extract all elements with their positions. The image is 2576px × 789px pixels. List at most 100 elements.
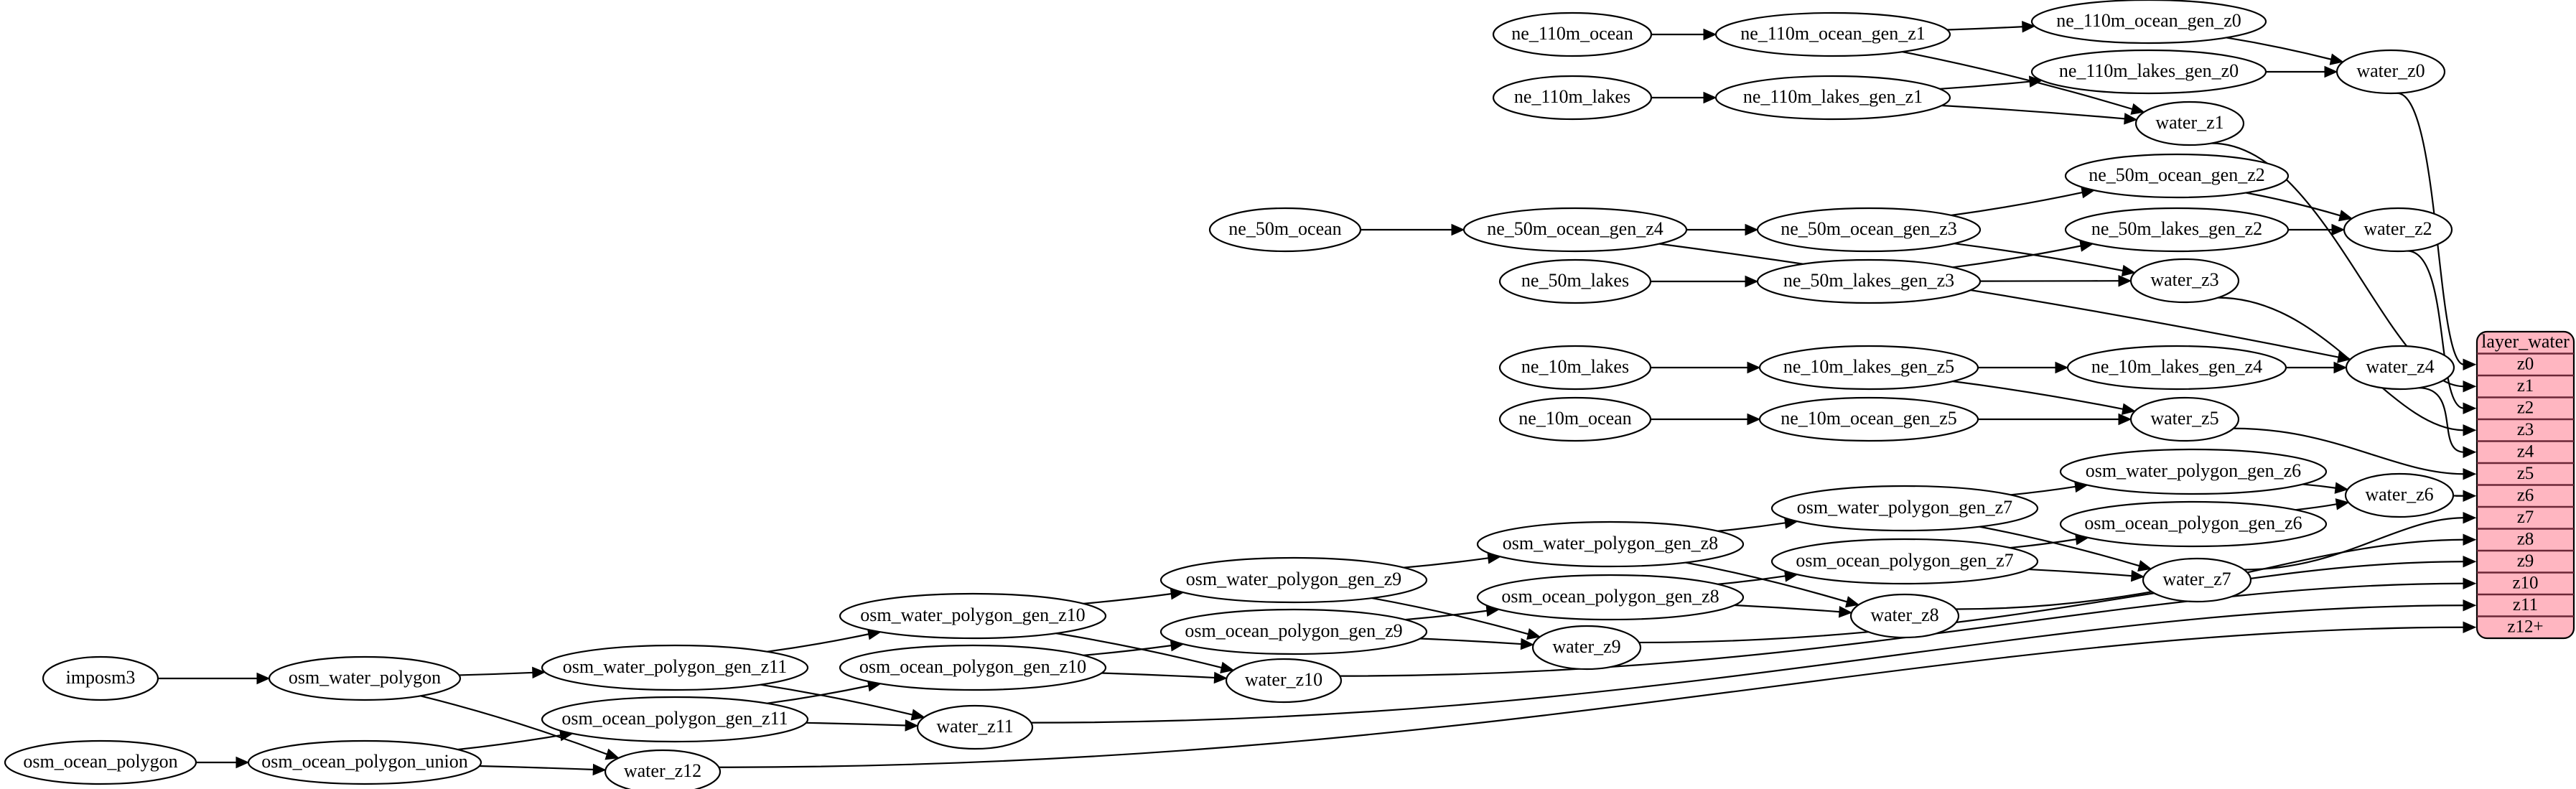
node-water_z10[interactable]: water_z10 <box>1225 658 1343 704</box>
node-ne_110m_ocean[interactable]: ne_110m_ocean <box>1492 11 1653 57</box>
edge-ne_10m_lakes_gen_z5-to-water_z5 <box>1952 381 2124 411</box>
node-ne_10m_ocean_gen_z5[interactable]: ne_10m_ocean_gen_z5 <box>1758 396 1979 442</box>
node-osm_ocean_polygon_gen_z8[interactable]: osm_ocean_polygon_gen_z8 <box>1476 574 1745 621</box>
node-label-osm_ocean_polygon_gen_z8: osm_ocean_polygon_gen_z8 <box>1501 586 1719 607</box>
layer-water-row-z2[interactable]: z2 <box>2517 398 2534 417</box>
node-osm_ocean_polygon_gen_z11[interactable]: osm_ocean_polygon_gen_z11 <box>541 696 809 743</box>
node-osm_water_polygon_gen_z8[interactable]: osm_water_polygon_gen_z8 <box>1476 520 1745 568</box>
node-ne_10m_ocean[interactable]: ne_10m_ocean <box>1498 396 1652 442</box>
node-osm_ocean_polygon_gen_z7[interactable]: osm_ocean_polygon_gen_z7 <box>1770 538 2039 585</box>
edge-water_z11-to-layer-water-z11 <box>1031 604 2465 724</box>
arrowhead-water_z12-to-layer-water-z12+ <box>2463 621 2477 634</box>
layer-water-table[interactable]: layer_water z0 z1 z2 z3 z4 z5 z6 z7 z8 z9 z10 z11 z12… <box>2475 330 2575 640</box>
layer-water-row-z6[interactable]: z6 <box>2517 485 2534 505</box>
arrowhead-ne_110m_lakes_gen_z1-to-ne_110m_lakes_gen_z0 <box>2028 75 2043 88</box>
node-shape-osm_ocean_polygon_gen_z8 <box>1476 574 1745 621</box>
node-ne_50m_ocean_gen_z3[interactable]: ne_50m_ocean_gen_z3 <box>1756 207 1982 253</box>
node-ne_10m_lakes_gen_z4[interactable]: ne_10m_lakes_gen_z4 <box>2066 345 2287 391</box>
node-osm_ocean_polygon_gen_z6[interactable]: osm_ocean_polygon_gen_z6 <box>2059 500 2328 548</box>
node-ne_110m_ocean_gen_z0[interactable]: ne_110m_ocean_gen_z0 <box>2030 0 2267 45</box>
node-water_z0[interactable]: water_z0 <box>2335 49 2446 95</box>
layer-water-table-header: layer_water <box>2481 331 2570 352</box>
node-shape-ne_10m_lakes_gen_z4 <box>2066 345 2287 391</box>
node-label-ne_50m_lakes: ne_50m_lakes <box>1521 270 1629 291</box>
node-water_z7[interactable]: water_z7 <box>2142 557 2252 603</box>
node-water_z8[interactable]: water_z8 <box>1849 593 1960 639</box>
node-label-ne_10m_lakes: ne_10m_lakes <box>1521 356 1629 377</box>
arrowhead-osm_water_polygon_gen_z10-to-water_z10 <box>1220 661 1235 673</box>
node-water_z5[interactable]: water_z5 <box>2129 396 2240 442</box>
node-imposm3[interactable]: imposm3 <box>42 655 159 701</box>
layer-water-row-z9[interactable]: z9 <box>2517 551 2534 571</box>
arrowhead-ne_50m_lakes-to-ne_50m_lakes_gen_z3 <box>1745 275 1759 288</box>
arrowhead-ne_10m_ocean_gen_z5-to-water_z5 <box>2118 413 2132 426</box>
node-label-imposm3: imposm3 <box>66 667 136 688</box>
arrowhead-osm_ocean_polygon_gen_z7-to-water_z7 <box>2130 569 2145 582</box>
node-shape-osm_water_polygon <box>268 655 462 701</box>
node-ne_110m_lakes[interactable]: ne_110m_lakes <box>1492 75 1653 121</box>
node-shape-water_z7 <box>2142 557 2252 603</box>
node-ne_10m_lakes_gen_z5[interactable]: ne_10m_lakes_gen_z5 <box>1758 345 1979 391</box>
node-ne_50m_lakes_gen_z3[interactable]: ne_50m_lakes_gen_z3 <box>1756 258 1982 304</box>
node-water_z2[interactable]: water_z2 <box>2343 207 2453 253</box>
node-osm_water_polygon_gen_z6[interactable]: osm_water_polygon_gen_z6 <box>2059 448 2328 495</box>
node-ne_50m_ocean[interactable]: ne_50m_ocean <box>1208 207 1362 253</box>
node-osm_ocean_polygon_gen_z10[interactable]: osm_ocean_polygon_gen_z10 <box>839 644 1107 691</box>
node-ne_10m_lakes[interactable]: ne_10m_lakes <box>1498 345 1652 391</box>
node-ne_50m_ocean_gen_z2[interactable]: ne_50m_ocean_gen_z2 <box>2064 153 2290 199</box>
layer-water-row-z11[interactable]: z11 <box>2513 595 2538 615</box>
node-water_z1[interactable]: water_z1 <box>2134 101 2245 146</box>
layer-water-row-z8[interactable]: z8 <box>2517 529 2534 548</box>
layer-water-row-z7[interactable]: z7 <box>2517 508 2534 527</box>
node-osm_water_polygon_gen_z7[interactable]: osm_water_polygon_gen_z7 <box>1770 485 2039 532</box>
node-shape-water_z4 <box>2345 345 2455 391</box>
edge-osm_ocean_polygon_gen_z11-to-osm_ocean_polygon_gen_z10 <box>767 684 870 704</box>
node-shape-ne_10m_lakes_gen_z5 <box>1758 345 1979 391</box>
edge-water_z7-to-layer-water-z7 <box>2244 517 2465 571</box>
node-ne_110m_lakes_gen_z0[interactable]: ne_110m_lakes_gen_z0 <box>2030 49 2267 95</box>
layer-water-row-z10[interactable]: z10 <box>2512 573 2538 592</box>
node-label-osm_ocean_polygon_gen_z9: osm_ocean_polygon_gen_z9 <box>1185 620 1402 641</box>
node-osm_water_polygon_gen_z9[interactable]: osm_water_polygon_gen_z9 <box>1159 556 1428 604</box>
edge-osm_water_polygon_gen_z8-to-osm_water_polygon_gen_z7 <box>1717 521 1787 532</box>
node-osm_water_polygon[interactable]: osm_water_polygon <box>268 655 462 701</box>
node-shape-ne_110m_ocean <box>1492 11 1653 57</box>
node-water_z3[interactable]: water_z3 <box>2129 258 2240 304</box>
node-water_z9[interactable]: water_z9 <box>1531 625 1642 671</box>
edge-water_z2-to-layer-water-z2 <box>2407 250 2465 409</box>
node-shape-osm_ocean_polygon <box>4 739 197 785</box>
layer-water-row-z5[interactable]: z5 <box>2517 464 2534 483</box>
node-osm_water_polygon_gen_z10[interactable]: osm_water_polygon_gen_z10 <box>839 592 1107 640</box>
node-ne_50m_ocean_gen_z4[interactable]: ne_50m_ocean_gen_z4 <box>1462 207 1688 253</box>
arrowhead-ne_50m_lakes_gen_z2-to-water_z2 <box>2331 223 2346 236</box>
edge-osm_ocean_polygon_gen_z11-to-water_z11 <box>806 722 907 727</box>
edge-osm_ocean_polygon_gen_z10-to-water_z10 <box>1101 672 1216 679</box>
node-shape-ne_110m_lakes <box>1492 75 1653 121</box>
node-ne_50m_lakes[interactable]: ne_50m_lakes <box>1498 258 1652 304</box>
node-label-osm_water_polygon_gen_z7: osm_water_polygon_gen_z7 <box>1797 497 2012 518</box>
node-water_z6[interactable]: water_z6 <box>2344 472 2455 518</box>
node-label-ne_10m_ocean: ne_10m_ocean <box>1518 408 1631 429</box>
node-water_z4[interactable]: water_z4 <box>2345 345 2455 391</box>
node-shape-ne_10m_lakes <box>1498 345 1652 391</box>
node-label-ne_50m_ocean: ne_50m_ocean <box>1228 218 1341 239</box>
arrowhead-ne_110m_lakes_gen_z0-to-water_z0 <box>2324 65 2338 78</box>
node-shape-osm_water_polygon_gen_z7 <box>1770 485 2039 532</box>
node-shape-osm_ocean_polygon_gen_z11 <box>541 696 809 743</box>
layer-water-row-z3[interactable]: z3 <box>2517 420 2534 439</box>
node-water_z12[interactable]: water_z12 <box>604 749 722 789</box>
node-osm_ocean_polygon_gen_z9[interactable]: osm_ocean_polygon_gen_z9 <box>1159 608 1428 655</box>
node-label-water_z10: water_z10 <box>1245 669 1322 690</box>
node-ne_50m_lakes_gen_z2[interactable]: ne_50m_lakes_gen_z2 <box>2064 207 2290 253</box>
layer-water-row-z4[interactable]: z4 <box>2517 442 2534 461</box>
node-water_z11[interactable]: water_z11 <box>916 704 1034 750</box>
layer-water-row-z0[interactable]: z0 <box>2517 354 2534 373</box>
node-osm_water_polygon_gen_z11[interactable]: osm_water_polygon_gen_z11 <box>541 644 809 691</box>
layer-water-row-z1[interactable]: z1 <box>2517 376 2534 396</box>
node-label-ne_110m_lakes_gen_z0: ne_110m_lakes_gen_z0 <box>2059 60 2239 81</box>
node-osm_ocean_polygon[interactable]: osm_ocean_polygon <box>4 739 197 785</box>
node-ne_110m_ocean_gen_z1[interactable]: ne_110m_ocean_gen_z1 <box>1714 11 1951 57</box>
node-osm_ocean_polygon_union[interactable]: osm_ocean_polygon_union <box>247 739 482 785</box>
node-ne_110m_lakes_gen_z1[interactable]: ne_110m_lakes_gen_z1 <box>1714 75 1951 121</box>
layer-water-row-z12+[interactable]: z12+ <box>2507 617 2543 636</box>
